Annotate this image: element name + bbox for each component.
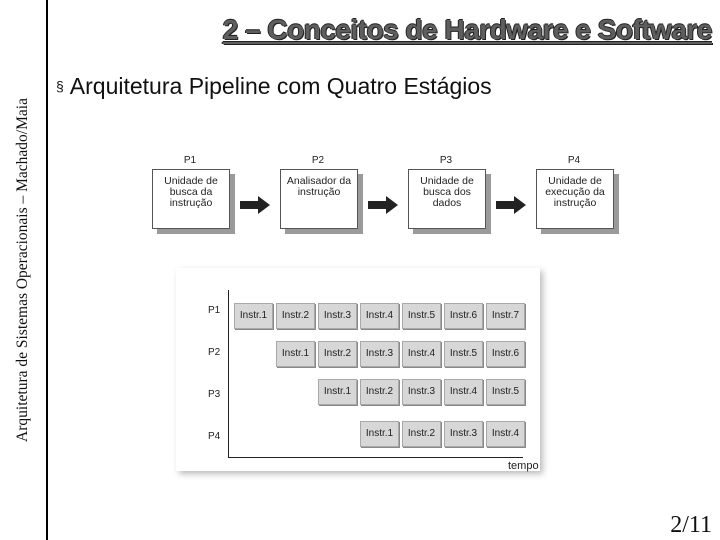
- row-label-p3: P3: [208, 389, 221, 400]
- arrow-right-icon: [240, 196, 270, 214]
- stage-label-p3: P3: [439, 155, 453, 166]
- timeline-cell: Instr.6: [444, 303, 483, 329]
- timeline-cell: Instr.3: [318, 303, 357, 329]
- timeline-cell: Instr.1: [276, 341, 315, 367]
- row-label-p4: P4: [208, 431, 221, 442]
- stage-label-p2: P2: [311, 155, 325, 166]
- timeline-axis-time: [228, 457, 523, 458]
- stage-label-p1: P1: [183, 155, 197, 166]
- timeline-cell: Instr.2: [318, 341, 357, 367]
- slide-title: 2 – Conceitos de Hardware e Software: [222, 14, 713, 45]
- stage-text-p3: Unidade de busca dos dados: [420, 175, 474, 209]
- timeline-cell: Instr.3: [360, 341, 399, 367]
- arrow-right-icon: [496, 196, 526, 214]
- stage-text-p1: Unidade de busca da instrução: [164, 175, 218, 209]
- timeline-cell: Instr.7: [486, 303, 525, 329]
- stage-box-p3: Unidade de busca dos dados: [408, 169, 486, 229]
- stage-box-p1: Unidade de busca da instrução: [152, 169, 230, 229]
- stage-box-p4: Unidade de execução da instrução: [536, 169, 614, 229]
- bullet-text: Arquitetura Pipeline com Quatro Estágios: [69, 73, 492, 99]
- timeline-cell: Instr.4: [402, 341, 441, 367]
- timeline-cell: Instr.2: [276, 303, 315, 329]
- bullet-point: § Arquitetura Pipeline com Quatro Estágio…: [56, 72, 536, 103]
- timeline-cell: Instr.5: [402, 303, 441, 329]
- stage-text-p4: Unidade de execução da instrução: [545, 175, 605, 209]
- timeline-cell: Instr.3: [444, 421, 483, 447]
- timeline-cell: Instr.6: [486, 341, 525, 367]
- timeline-cell: Instr.5: [486, 379, 525, 405]
- timeline-cell: Instr.2: [360, 379, 399, 405]
- row-label-p2: P2: [208, 347, 221, 358]
- stage-label-p4: P4: [567, 155, 581, 166]
- side-bar: Arquitetura de Sistemas Operacionais – M…: [0, 0, 48, 540]
- timeline-cell: Instr.4: [486, 421, 525, 447]
- stage-box-p2: Analisador da instrução: [280, 169, 358, 229]
- timeline-cell: Instr.2: [402, 421, 441, 447]
- timeline-cell: Instr.3: [402, 379, 441, 405]
- page-number: 2/11: [670, 512, 712, 538]
- timeline-cell: Instr.5: [444, 341, 483, 367]
- timeline-cell: Instr.1: [360, 421, 399, 447]
- time-axis-label: tempo: [508, 460, 539, 472]
- bullet-marker: §: [56, 78, 64, 94]
- timeline-cell: Instr.4: [360, 303, 399, 329]
- timeline-cell: Instr.1: [234, 303, 273, 329]
- row-label-p1: P1: [208, 305, 221, 316]
- side-title: Arquitetura de Sistemas Operacionais – M…: [14, 98, 31, 442]
- timeline-cell: Instr.4: [444, 379, 483, 405]
- stage-text-p2: Analisador da instrução: [286, 175, 352, 198]
- timeline-axis-vertical: [228, 290, 229, 457]
- timeline-cell: Instr.1: [318, 379, 357, 405]
- arrow-right-icon: [368, 196, 398, 214]
